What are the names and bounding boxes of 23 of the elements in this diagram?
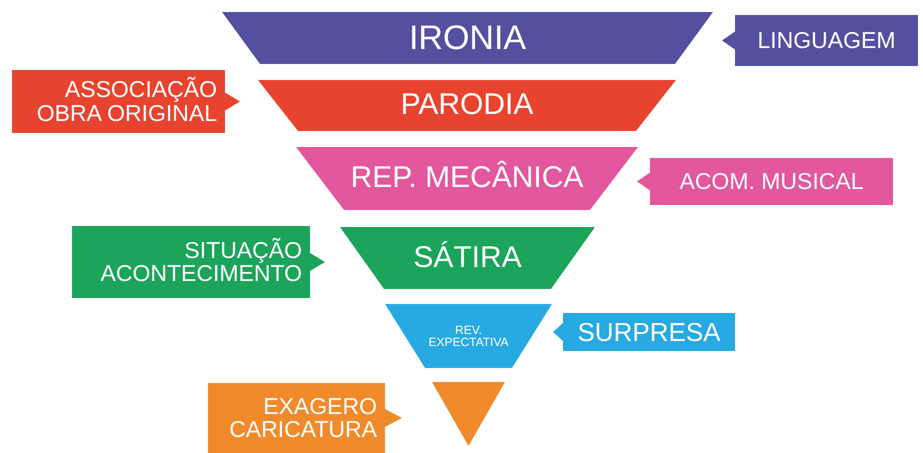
pyramid-band (258, 80, 676, 131)
band-label: SÁTIRA (413, 242, 522, 274)
callout-tag (553, 313, 735, 351)
band-label: PARODIA (400, 90, 534, 121)
callout-label: ACOM. MUSICAL (679, 170, 864, 194)
pyramid-band (222, 12, 713, 64)
band-label: IRONIA (408, 20, 526, 56)
callout-label: SITUAÇÃO ACONTECIMENTO (100, 238, 302, 286)
callout-label: SURPRESA (577, 318, 721, 346)
pyramid-band (385, 304, 552, 368)
band-label: REV. EXPECTATIVA (427, 324, 510, 348)
callout-label: LINGUAGEM (757, 28, 896, 52)
callout-label: EXAGERO CARICATURA (228, 394, 377, 442)
callout-tag (722, 15, 918, 66)
pyramid-band (340, 227, 595, 289)
pyramid-band (296, 147, 638, 210)
callout-tag (637, 158, 893, 205)
callout-tag (208, 383, 402, 453)
callout-tag (12, 70, 240, 133)
pyramid-tip (432, 382, 505, 446)
callout-tag (72, 226, 325, 298)
band-label: REP. MECÂNICA (350, 163, 584, 194)
callout-label: ASSOCIAÇÃO OBRA ORIGINAL (36, 78, 217, 125)
